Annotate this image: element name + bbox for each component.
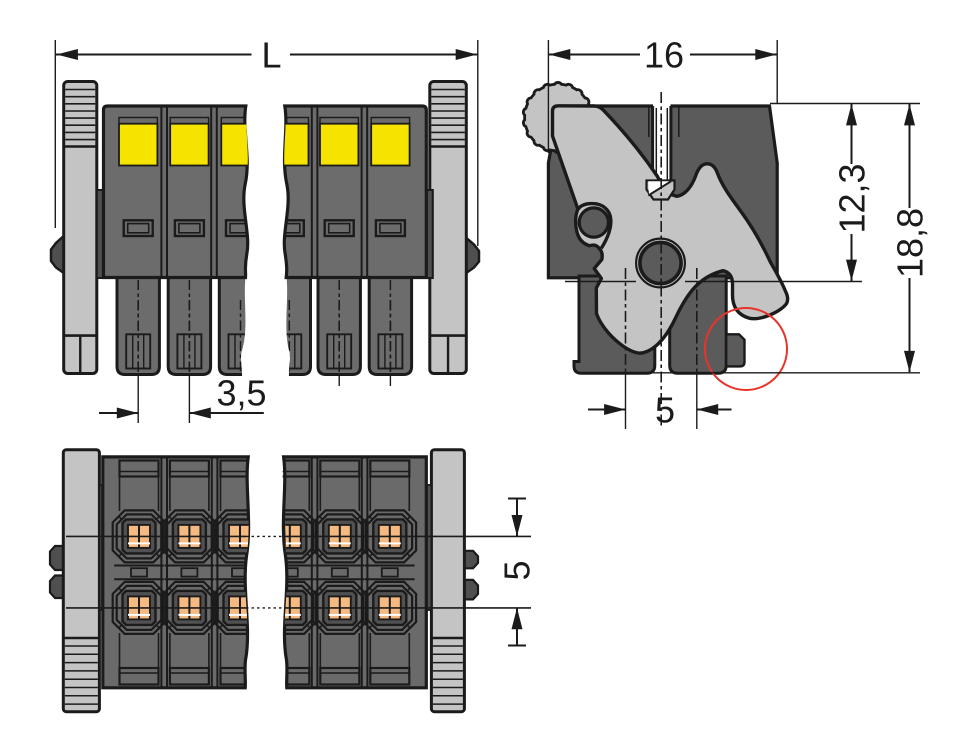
- svg-text:18,8: 18,8: [889, 208, 930, 278]
- svg-text:L: L: [261, 34, 281, 75]
- svg-text:5: 5: [655, 389, 675, 430]
- svg-text:3,5: 3,5: [216, 373, 266, 414]
- svg-text:16: 16: [644, 34, 684, 75]
- svg-text:5: 5: [496, 560, 537, 580]
- svg-text:12,3: 12,3: [831, 163, 872, 233]
